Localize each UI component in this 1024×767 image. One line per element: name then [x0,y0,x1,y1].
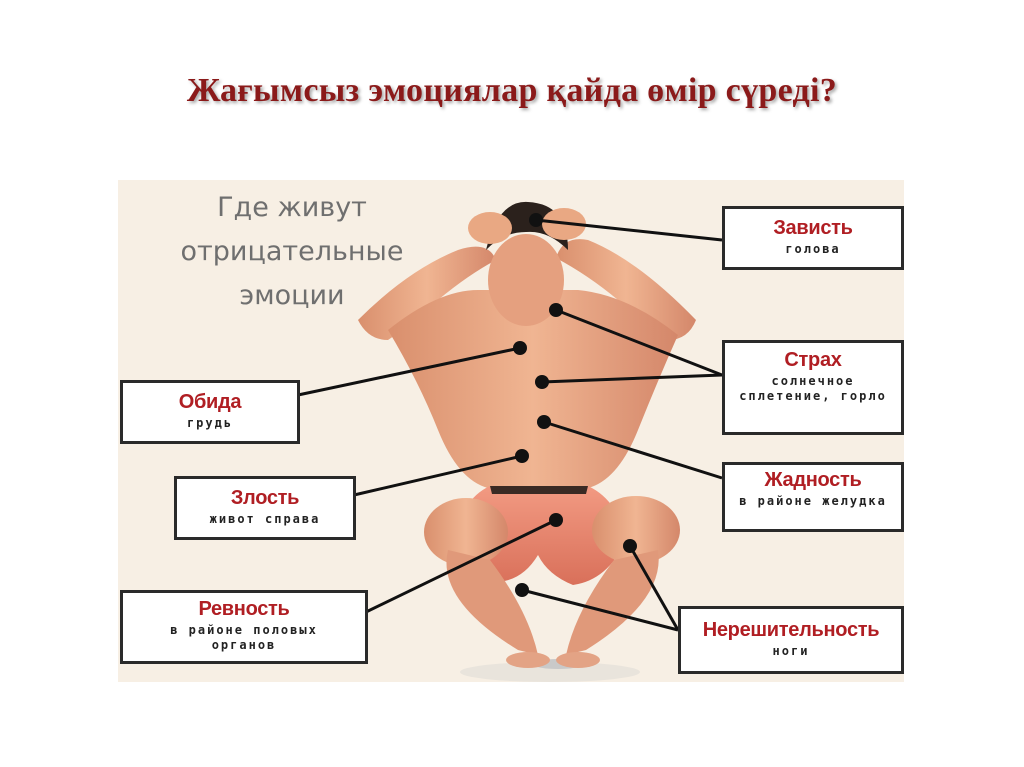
label-envy-location: голова [785,242,841,256]
label-anger-title: Злость [230,487,300,509]
label-anger-location: живот справа [209,512,321,526]
label-indecision: Нерешительность ноги [678,606,904,674]
label-envy-title: Зависть [773,217,853,239]
label-greed: Жадность в районе желудка [722,462,904,532]
label-indecision-location: ноги [772,644,810,658]
label-greed-location: в районе желудка [739,494,887,508]
label-resentment-location: грудь [186,416,234,430]
label-anger: Злость живот справа [174,476,356,540]
label-indecision-title: Нерешительность [702,619,880,641]
label-jealousy-title: Ревность [198,598,290,620]
heading-line: эмоции [239,280,345,311]
label-fear-title: Страх [784,349,842,371]
label-envy: Зависть голова [722,206,904,270]
infographic-panel: Где живут отрицательные эмоции [118,180,904,682]
slide-title: Жағымсыз эмоциялар қайда өмір сүреді? [186,72,838,109]
heading-line: Где живут [217,192,367,223]
heading-line: отрицательные [180,236,404,267]
label-resentment-title: Обида [178,391,242,413]
label-jealousy: Ревность в районе половых органов [120,590,368,664]
label-greed-title: Жадность [764,469,862,491]
label-fear: Страх солнечное сплетение, горло [722,340,904,435]
label-jealousy-location: в районе половых органов [170,623,318,652]
label-resentment: Обида грудь [120,380,300,444]
figure-heading: Где живут отрицательные эмоции [172,186,412,318]
label-fear-location: солнечное сплетение, горло [739,374,887,403]
